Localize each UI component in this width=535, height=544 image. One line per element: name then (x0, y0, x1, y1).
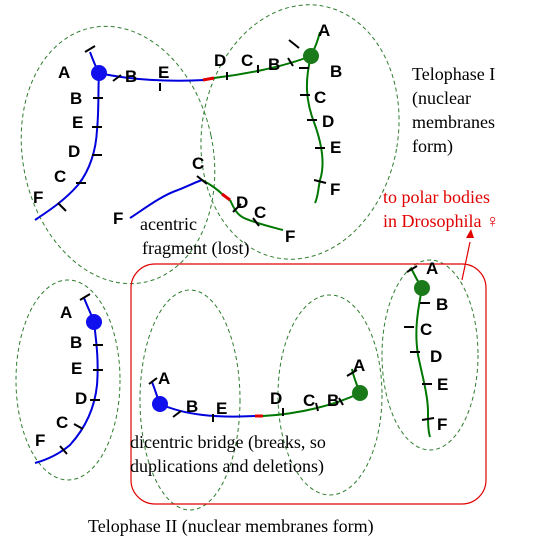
telophase1-title-line2: (nuclear (412, 88, 471, 109)
acentric-label-line1: acentric (140, 214, 197, 234)
gene-label-B: B (70, 89, 82, 108)
nucleus-telophase2-4 (381, 259, 479, 451)
gene-label-B: B (125, 67, 137, 86)
centromere-blue (86, 314, 102, 330)
gene-label-A: A (58, 63, 70, 82)
gene-label-B: B (436, 295, 448, 314)
centromere-blue (91, 65, 107, 81)
gene-label-E: E (72, 113, 83, 132)
gene-label-C: C (241, 51, 253, 70)
gene-label-E: E (330, 138, 341, 157)
chromosome-telophase2-1: A B E D C F (34, 293, 103, 464)
gene-label-F: F (285, 227, 295, 246)
gene-label-A: A (318, 21, 330, 40)
gene-label-D: D (270, 389, 282, 408)
dicentric-label-line2: duplications and deletions) (130, 456, 324, 477)
gene-label-E: E (71, 359, 82, 378)
gene-label-C: C (192, 154, 204, 173)
chromosome-telophase2-4: A B C D E F (404, 259, 448, 438)
gene-label-D: D (68, 142, 80, 161)
dicentric-bridge: A B E D C B A (148, 356, 368, 422)
gene-label-B: B (330, 62, 342, 81)
gene-label-C: C (420, 320, 432, 339)
gene-label-F: F (113, 209, 123, 228)
polar-note-line1: to polar bodies (383, 187, 490, 207)
gene-label-D: D (214, 51, 226, 70)
gene-label-B: B (268, 55, 280, 74)
gene-label-D: D (75, 389, 87, 408)
gene-label-D: D (236, 193, 248, 212)
gene-label-C: C (56, 413, 68, 432)
gene-label-A: A (60, 303, 72, 322)
centromere-green (414, 280, 430, 296)
gene-label-C: C (303, 391, 315, 410)
gene-label-B: B (70, 333, 82, 352)
telophase1-title-line4: form) (412, 136, 453, 157)
acentric-label-line2: fragment (lost) (142, 238, 249, 259)
centromere-green (303, 48, 319, 64)
gene-label-C: C (254, 203, 266, 222)
polar-body-box (130, 263, 487, 505)
polar-arrow-head (466, 229, 474, 238)
acentric-fragment: C D C F F (113, 154, 295, 246)
centromere-blue (152, 396, 168, 412)
gene-label-E: E (437, 375, 448, 394)
gene-label-E: E (158, 63, 169, 82)
gene-label-F: F (33, 188, 43, 207)
nucleus-telophase2-1 (15, 279, 121, 481)
polar-note-line2: in Drosophila ♀ (383, 211, 500, 231)
dicentric-label-line1: dicentric bridge (breaks, so (130, 432, 326, 453)
nucleus-telophase2-3 (277, 294, 383, 496)
gene-label-F: F (35, 431, 45, 450)
polar-arrow-shaft (461, 241, 471, 281)
telophase1-title-line3: membranes (412, 112, 495, 132)
gene-label-A: A (426, 259, 438, 278)
centromere-green (352, 385, 368, 401)
gene-label-A: A (353, 356, 365, 375)
chromosome-right-telophase1: D C B A B C D E F (213, 21, 342, 204)
telophase1-title-line1: Telophase I (412, 64, 495, 84)
gene-label-D: D (322, 112, 334, 131)
gene-label-F: F (330, 180, 340, 199)
gene-label-E: E (216, 399, 227, 418)
gene-label-C: C (314, 88, 326, 107)
gene-label-A: A (158, 369, 170, 388)
nucleus-right-telophase1 (200, 4, 400, 260)
telophase2-title: Telophase II (nuclear membranes form) (88, 516, 374, 537)
gene-label-B: B (327, 391, 339, 410)
nucleus-telophase2-2 (139, 289, 241, 511)
gene-label-D: D (430, 347, 442, 366)
gene-label-B: B (186, 397, 198, 416)
gene-label-C: C (54, 167, 66, 186)
chromosome-left-telophase1: A B E B E D C F (33, 45, 215, 221)
gene-label-F: F (437, 415, 447, 434)
nucleus-left-telophase1 (20, 25, 216, 285)
